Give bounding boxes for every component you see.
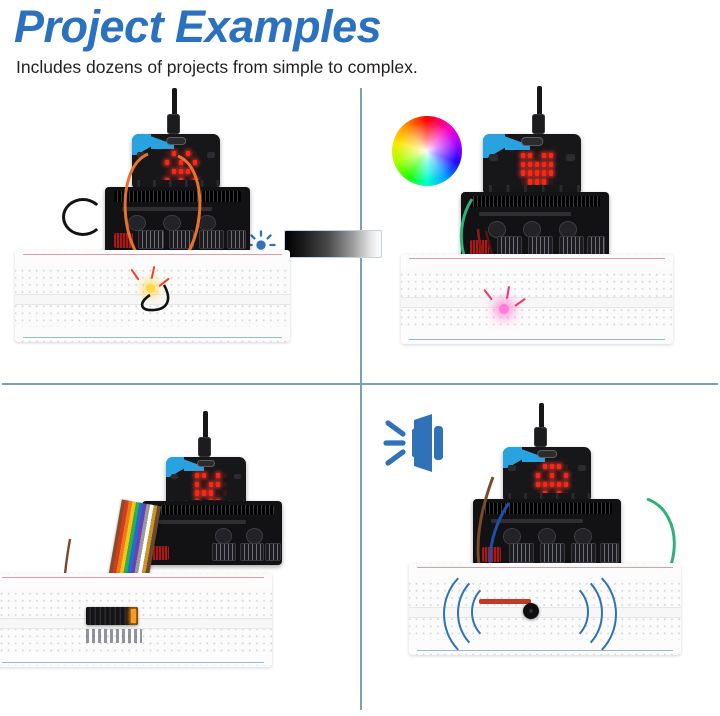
quadrant-buzzer-sound-project	[361, 385, 720, 716]
microbit-usb-port	[166, 136, 186, 145]
shield-silkscreen-label	[490, 519, 583, 524]
shield-port-1	[508, 543, 535, 563]
shield-port-2	[168, 229, 194, 250]
usb-plug	[534, 427, 547, 447]
usb-cable	[203, 411, 208, 441]
shield-port-4	[226, 229, 247, 250]
microbit-edge-connector	[483, 185, 581, 196]
breadboard-negative-rail	[401, 329, 673, 342]
lit-led	[146, 284, 155, 293]
microbit-button-b	[234, 473, 242, 480]
shield-chip-1	[214, 527, 233, 544]
usb-cable	[539, 403, 544, 431]
horizontal-divider	[2, 383, 718, 385]
breadboard-negative-rail	[0, 652, 272, 665]
brightness-gradient-bar	[284, 230, 382, 258]
led-bar-graph-module	[86, 607, 138, 625]
shield-port-1	[212, 542, 237, 562]
page-subtitle: Includes dozens of projects from simple …	[16, 57, 418, 77]
sound-wave-arc	[521, 563, 617, 665]
speaker-icon	[383, 414, 443, 472]
microbit-board	[483, 134, 581, 196]
microbit-button-b	[206, 151, 215, 159]
microbit-usb-port	[537, 449, 557, 458]
microbit-button-b	[577, 464, 586, 472]
quadrant-rgb-led-color-project	[361, 86, 720, 383]
microbit-button-b	[566, 153, 576, 161]
microbit-led-matrix	[195, 472, 228, 509]
shield-header-socket	[481, 503, 613, 514]
expansion-shield	[461, 192, 609, 260]
quadrant-led-bar-graph-project	[0, 385, 360, 716]
shield-port-4	[600, 543, 619, 563]
breadboard-center-channel	[15, 294, 290, 305]
breadboard-center-channel	[401, 297, 673, 308]
microbit-button-a	[508, 464, 517, 472]
color-wheel-icon	[392, 116, 462, 186]
usb-cable	[537, 86, 542, 118]
usb-plug	[532, 114, 545, 134]
microbit-button-a	[137, 151, 146, 159]
quadrant-brightness-led-project	[0, 88, 382, 383]
microbit-board	[166, 457, 246, 509]
led-bar-lit-segment	[131, 609, 136, 623]
shield-port-3	[570, 543, 597, 563]
shield-header-socket	[150, 504, 274, 516]
expansion-shield	[473, 499, 621, 567]
microbit-usb-port	[197, 459, 215, 468]
shield-port-3	[199, 229, 225, 250]
resistor-row	[86, 629, 142, 643]
lit-rgb-led	[499, 304, 509, 314]
page-title: Project Examples	[14, 1, 382, 52]
shield-power-header	[113, 233, 133, 248]
breadboard	[401, 254, 673, 344]
shield-port-1	[496, 236, 523, 256]
breadboard	[15, 250, 290, 342]
shield-chip-2	[245, 527, 263, 544]
shield-header-socket	[113, 190, 242, 202]
shield-power-header	[150, 545, 169, 560]
microbit-button-a	[488, 153, 498, 161]
usb-plug	[167, 114, 180, 134]
shield-port-2	[240, 542, 265, 562]
microbit-edge-connector	[132, 180, 220, 190]
microbit-edge-connector	[503, 493, 591, 503]
red-jumper-wire	[479, 599, 531, 604]
led-black-lead	[140, 284, 170, 312]
breadboard-negative-rail	[15, 327, 290, 340]
microbit-usb-port	[521, 137, 543, 146]
shield-silkscreen-label	[158, 520, 246, 525]
breadboard-positive-rail	[15, 252, 290, 265]
usb-cable	[172, 88, 177, 118]
breadboard-positive-rail	[0, 575, 272, 588]
shield-silkscreen-label	[122, 206, 213, 211]
shield-port-4	[586, 236, 606, 256]
breadboard-positive-rail	[401, 256, 673, 269]
expansion-shield	[105, 187, 250, 253]
shield-port-1	[138, 229, 164, 250]
vertical-divider	[360, 88, 362, 710]
shield-chip-1	[128, 214, 147, 232]
shield-header-socket	[469, 196, 601, 207]
black-wire-loop	[62, 198, 104, 236]
shield-silkscreen-label	[478, 212, 571, 217]
microbit-button-a	[170, 473, 178, 480]
shield-port-3	[265, 542, 282, 562]
expansion-shield	[142, 501, 282, 565]
microbit-led-matrix	[521, 152, 554, 194]
header: Project Examples Includes dozens of proj…	[14, 2, 714, 78]
usb-plug	[198, 437, 211, 457]
shield-port-3	[558, 236, 585, 256]
shield-port-2	[539, 543, 566, 563]
microbit-board	[132, 134, 220, 190]
